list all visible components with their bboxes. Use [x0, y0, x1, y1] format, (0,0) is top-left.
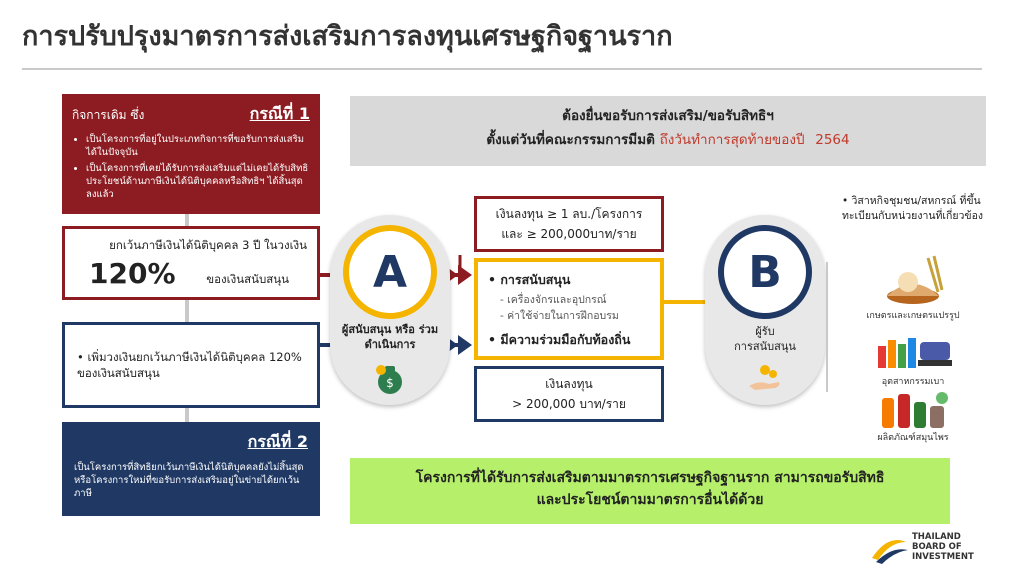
case1-label: กรณีที่ 1	[249, 104, 310, 123]
left-connector	[185, 214, 189, 424]
investment-top-box: เงินลงทุน ≥ 1 ลบ./โครงการ และ ≥ 200,000บ…	[474, 196, 664, 252]
page-title: การปรับปรุงมาตรการส่งเสริมการลงทุนเศรษฐก…	[22, 21, 673, 52]
support-community: • มีความร่วมมือกับท้องถิ่น	[488, 332, 631, 347]
bottom-banner: โครงการที่ได้รับการส่งเสริมตามมาตรการเศร…	[350, 458, 950, 524]
title-divider	[22, 68, 982, 70]
right-item-label: ผลิตภัณฑ์สมุนไพร	[877, 433, 949, 443]
case1-bullet: เป็นโครงการที่เคยได้รับการส่งเสริมแต่ไม่…	[86, 162, 310, 201]
right-item-label: เกษตรและเกษตรแปรรูป	[866, 311, 960, 321]
right-panel-heading-text: วิสาหกิจชุมชน/สหกรณ์ ที่ขึ้นทะเบียนกับหน…	[842, 195, 984, 222]
support-sub-item: - เครื่องจักรและอุปกรณ์	[500, 294, 607, 306]
grain-basket-icon	[868, 252, 958, 308]
support-sub-text: ค่าใช้จ่ายในการฝึกอบรม	[507, 310, 619, 322]
node-b-caption: ผู้รับ การสนับสนุน	[710, 324, 820, 354]
case1-benefit-suffix: ของเงินสนับสนุน	[206, 272, 289, 286]
deadline-year: 2564	[815, 132, 850, 148]
bottom-banner-line1: โครงการที่ได้รับการส่งเสริมตามมาตรการเศร…	[415, 470, 885, 486]
case2-desc: เป็นโครงการที่สิทธิยกเว้นภาษีเงินได้นิติ…	[74, 462, 304, 499]
right-panel-heading: • วิสาหกิจชุมชน/สหกรณ์ ที่ขึ้นทะเบียนกับ…	[842, 195, 984, 222]
right-item-label: อุตสาหกรรมเบา	[881, 377, 945, 387]
deadline-prefix: ตั้งแต่วันที่คณะกรรมการมีมติ	[486, 132, 655, 148]
boi-logo-icon	[868, 532, 910, 566]
investment-top-line2: และ ≥ 200,000บาท/ราย	[501, 227, 637, 241]
boi-logo-text: THAILAND BOARD OF INVESTMENT	[912, 532, 982, 562]
investment-bottom-box: เงินลงทุน > 200,000 บาท/ราย	[474, 366, 664, 422]
boi-logo-line: THAILAND	[912, 532, 961, 542]
case2-benefit-text: เพิ่มวงเงินยกเว้นภาษีเงินได้นิติบุคคล 12…	[77, 350, 302, 380]
case1-box: กิจการเดิม ซึ่ง กรณีที่ 1 เป็นโครงการที่…	[62, 94, 320, 214]
support-box: • การสนับสนุน - เครื่องจักรและอุปกรณ์ - …	[474, 258, 664, 360]
svg-text:$: $	[386, 376, 394, 390]
support-sub-list: - เครื่องจักรและอุปกรณ์ - ค่าใช้จ่ายในกา…	[500, 292, 650, 324]
support-sub-text: เครื่องจักรและอุปกรณ์	[507, 294, 607, 306]
case2-label: กรณีที่ 2	[247, 432, 308, 451]
case2-benefit-box: • เพิ่มวงเงินยกเว้นภาษีเงินได้นิติบุคคล …	[62, 322, 320, 408]
case1-bullet: เป็นโครงการที่อยู่ในประเภทกิจการที่ขอรับ…	[86, 133, 310, 159]
boi-logo-line: INVESTMENT	[912, 552, 974, 562]
node-b-letter: B	[718, 225, 812, 319]
investment-top-line1: เงินลงทุน ≥ 1 ลบ./โครงการ	[495, 207, 643, 221]
boi-logo-line: BOARD OF	[912, 542, 962, 552]
money-bag-icon: $	[372, 360, 408, 396]
case1-benefit-line: ยกเว้นภาษีเงินได้นิติบุคคล 3 ปี ในวงเงิน	[109, 238, 307, 252]
support-sub-item: - ค่าใช้จ่ายในการฝึกอบรม	[500, 310, 619, 322]
case1-bullets: เป็นโครงการที่อยู่ในประเภทกิจการที่ขอรับ…	[72, 133, 310, 201]
bottom-banner-line2: และประโยชน์ตามมาตรการอื่นได้ด้วย	[536, 492, 764, 508]
herbal-bottles-icon	[872, 388, 956, 430]
case2-box: กรณีที่ 2 เป็นโครงการที่สิทธิยกเว้นภาษีเ…	[62, 422, 320, 516]
deadline-banner: ต้องยื่นขอรับการส่งเสริม/ขอรับสิทธิฯ ตั้…	[350, 96, 986, 166]
case1-benefit-box: ยกเว้นภาษีเงินได้นิติบุคคล 3 ปี ในวงเงิน…	[62, 226, 320, 300]
support-community-text: มีความร่วมมือกับท้องถิ่น	[500, 332, 631, 347]
node-b-caption-2: การสนับสนุน	[734, 340, 796, 353]
deadline-line1: ต้องยื่นขอรับการส่งเสริม/ขอรับสิทธิฯ	[562, 108, 774, 124]
case1-intro: กิจการเดิม ซึ่ง	[72, 108, 145, 122]
sewing-machine-icon	[872, 324, 956, 372]
node-a-letter: A	[343, 225, 437, 319]
case1-benefit-percent: 120%	[89, 257, 176, 290]
deadline-line2: ตั้งแต่วันที่คณะกรรมการมีมติ ถึงวันทำการ…	[350, 128, 986, 152]
node-b-caption-1: ผู้รับ	[755, 325, 775, 338]
investment-bottom-line1: เงินลงทุน	[545, 377, 593, 391]
right-separator	[826, 262, 828, 392]
support-heading: • การสนับสนุน	[488, 272, 571, 287]
investment-bottom-line2: > 200,000 บาท/ราย	[512, 397, 626, 411]
deadline-highlight: ถึงวันทำการสุดท้ายของปี	[659, 132, 805, 148]
node-a-caption: ผู้สนับสนุน หรือ ร่วมดำเนินการ	[341, 323, 439, 351]
coins-hand-icon	[745, 362, 785, 394]
case2-benefit: • เพิ่มวงเงินยกเว้นภาษีเงินได้นิติบุคคล …	[77, 350, 302, 380]
support-heading-text: การสนับสนุน	[500, 272, 571, 287]
